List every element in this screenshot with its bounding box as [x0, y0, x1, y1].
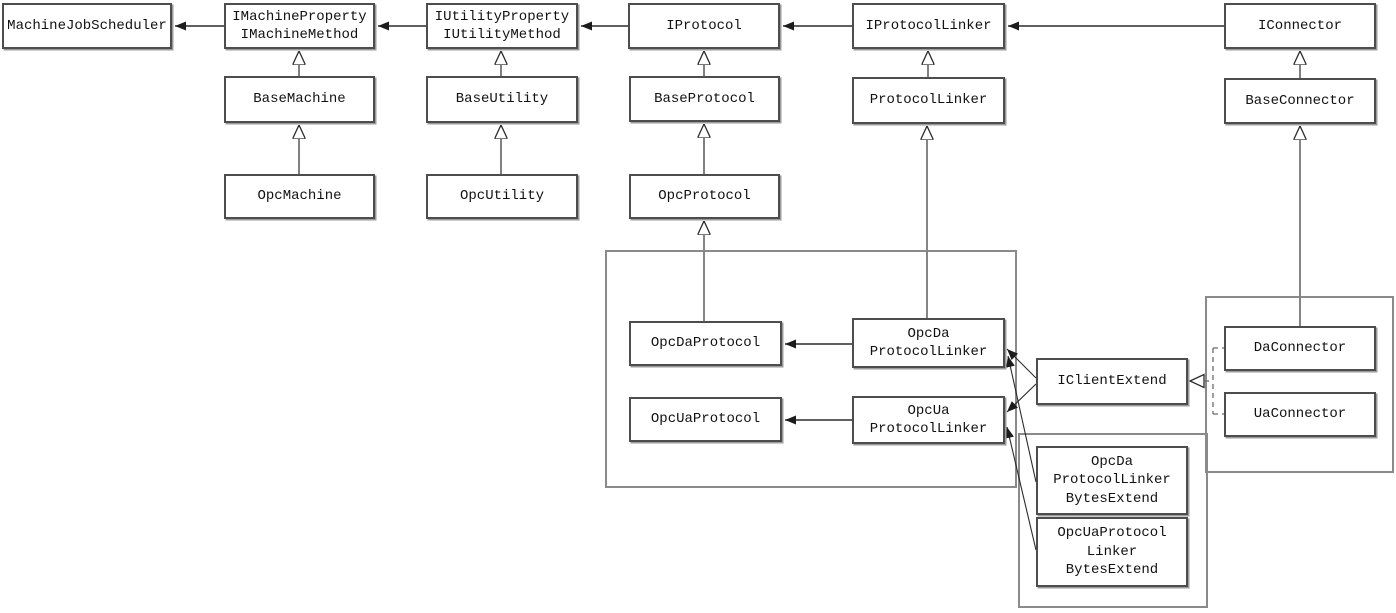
class-box-opcuaprotocollinkerbytesextend: OpcUaProtocol Linker BytesExtend [1036, 517, 1188, 587]
class-label: OpcUtility [459, 188, 544, 205]
class-box-opcuaprotocollinker: OpcUa ProtocolLinker [852, 396, 1005, 444]
class-label: OpcMachine [257, 188, 342, 205]
class-label: IUtilityProperty IUtilityMethod [434, 8, 570, 43]
class-label: IConnector [1257, 17, 1342, 34]
class-label: DaConnector [1253, 340, 1347, 357]
class-box-daconnector: DaConnector [1224, 326, 1376, 371]
class-label: OpcDa ProtocolLinker [869, 325, 988, 360]
class-label: BaseMachine [253, 91, 346, 108]
realization-triangle-iclientextend [1188, 373, 1205, 389]
interface-box-iconnector: IConnector [1224, 3, 1376, 49]
class-label: BaseProtocol [654, 90, 755, 107]
class-box-opcprotocol: OpcProtocol [629, 174, 780, 219]
interface-box-imachineproperty-imachinemethod: IMachineProperty IMachineMethod [224, 3, 375, 49]
interface-box-iprotocollinker: IProtocolLinker [852, 3, 1005, 49]
class-box-opcdaprotocollinkerbytesextend: OpcDa ProtocolLinker BytesExtend [1036, 446, 1188, 515]
class-label: MachineJobScheduler [7, 17, 167, 34]
class-label: UaConnector [1253, 406, 1347, 423]
class-box-opcdaprotocol: OpcDaProtocol [629, 321, 782, 366]
class-label: OpcDaProtocol [650, 335, 761, 352]
class-box-opcutility: OpcUtility [426, 174, 578, 219]
group-opc-protocol-linkers [605, 250, 1017, 488]
class-label: OpcDa ProtocolLinker BytesExtend [1053, 453, 1171, 507]
class-box-protocollinker: ProtocolLinker [852, 77, 1005, 124]
class-label: IClientExtend [1057, 373, 1167, 390]
class-box-uaconnector: UaConnector [1224, 392, 1376, 437]
class-box-opcdaprotocollinker: OpcDa ProtocolLinker [852, 318, 1005, 368]
class-label: OpcUaProtocol Linker BytesExtend [1057, 525, 1167, 579]
class-label: OpcUaProtocol [650, 411, 761, 428]
class-label: ProtocolLinker [869, 92, 988, 109]
class-box-baseprotocol: BaseProtocol [629, 76, 780, 122]
class-box-baseconnector: BaseConnector [1224, 78, 1376, 124]
class-label: IProtocol [666, 17, 742, 34]
class-label: OpcProtocol [658, 188, 751, 205]
class-label: IProtocolLinker [865, 17, 992, 34]
class-label: BaseConnector [1245, 92, 1355, 109]
interface-box-iutilityproperty-iutilitymethod: IUtilityProperty IUtilityMethod [426, 3, 578, 49]
interface-box-iprotocol: IProtocol [628, 3, 780, 49]
class-box-machinejobscheduler: MachineJobScheduler [2, 3, 172, 49]
class-label: OpcUa ProtocolLinker [869, 402, 988, 437]
class-box-opcmachine: OpcMachine [224, 174, 375, 219]
class-box-opcuaprotocol: OpcUaProtocol [629, 397, 782, 442]
class-box-basemachine: BaseMachine [224, 76, 375, 123]
class-label: BaseUtility [455, 91, 549, 108]
interface-box-iclientextend: IClientExtend [1036, 358, 1188, 405]
group-connectors [1205, 296, 1394, 473]
class-box-baseutility: BaseUtility [426, 76, 578, 123]
class-label: IMachineProperty IMachineMethod [232, 8, 367, 43]
